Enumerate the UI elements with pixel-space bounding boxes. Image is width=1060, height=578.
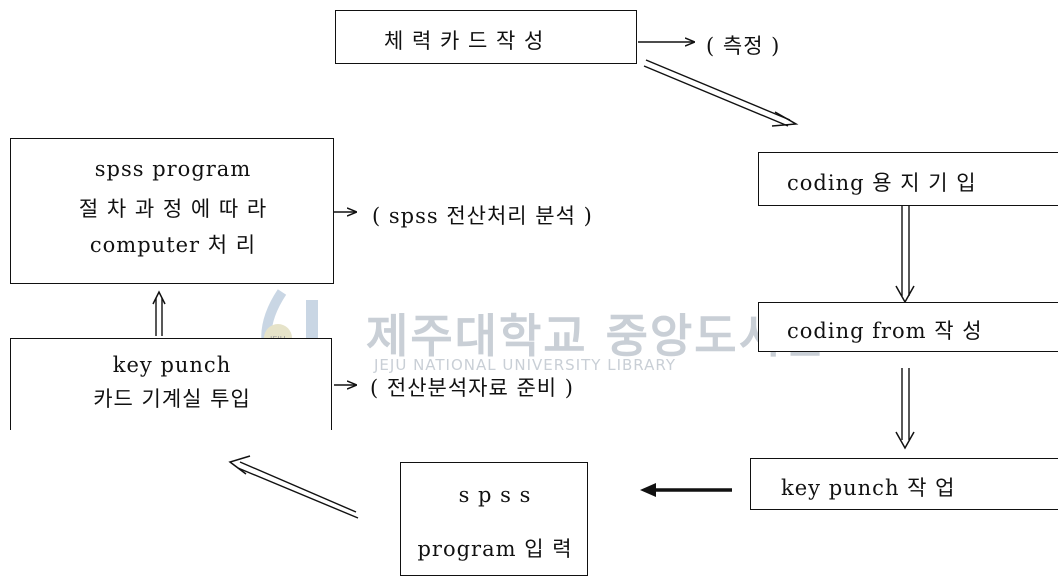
up-arrow-head xyxy=(152,290,166,305)
spss-input-box: s p s s program 입 력 xyxy=(400,462,588,576)
down-arrow-2-head xyxy=(895,431,915,450)
fitness-card-box: 체 력 카 드 작 성 xyxy=(335,10,637,64)
double-arrow-2-head xyxy=(228,455,251,475)
coding-entry-box: coding 용 지 기 입 xyxy=(758,152,1058,206)
spss-analysis-note: ( spss 전산처리 분석 ) xyxy=(372,204,593,228)
fitness-card-label: 체 력 카 드 작 성 xyxy=(384,29,545,53)
spss-program-line2: 절 차 과 정 에 따 라 xyxy=(78,197,268,221)
coding-form-label: coding from 작 성 xyxy=(787,319,983,343)
keypunch-work-label: key punch 작 업 xyxy=(781,476,956,500)
spss-input-line1: s p s s xyxy=(458,483,532,507)
keypunch-card-line1: key punch xyxy=(112,353,232,377)
spss-program-box: spss program 절 차 과 정 에 따 라 computer 처 리 xyxy=(10,138,334,284)
coding-entry-label: coding 용 지 기 입 xyxy=(787,171,977,195)
double-arrow-1b xyxy=(643,65,789,127)
keypunch-card-line2: 카드 기계실 투입 xyxy=(93,387,251,411)
spss-program-line1: spss program xyxy=(94,157,252,181)
spss-input-line2: program 입 력 xyxy=(417,537,573,561)
keypunch-work-box: key punch 작 업 xyxy=(750,458,1058,510)
coding-form-box: coding from 작 성 xyxy=(758,302,1058,352)
spss-program-line3: computer 처 리 xyxy=(89,233,257,257)
keypunch-card-box: key punch 카드 기계실 투입 xyxy=(10,338,332,430)
data-prep-note: ( 전산분석자료 준비 ) xyxy=(370,376,574,400)
measurement-note: ( 측정 ) xyxy=(706,34,781,58)
double-arrow-1-head xyxy=(771,111,799,127)
double-arrow-1a xyxy=(645,59,791,121)
down-arrow-1-head xyxy=(895,285,915,304)
